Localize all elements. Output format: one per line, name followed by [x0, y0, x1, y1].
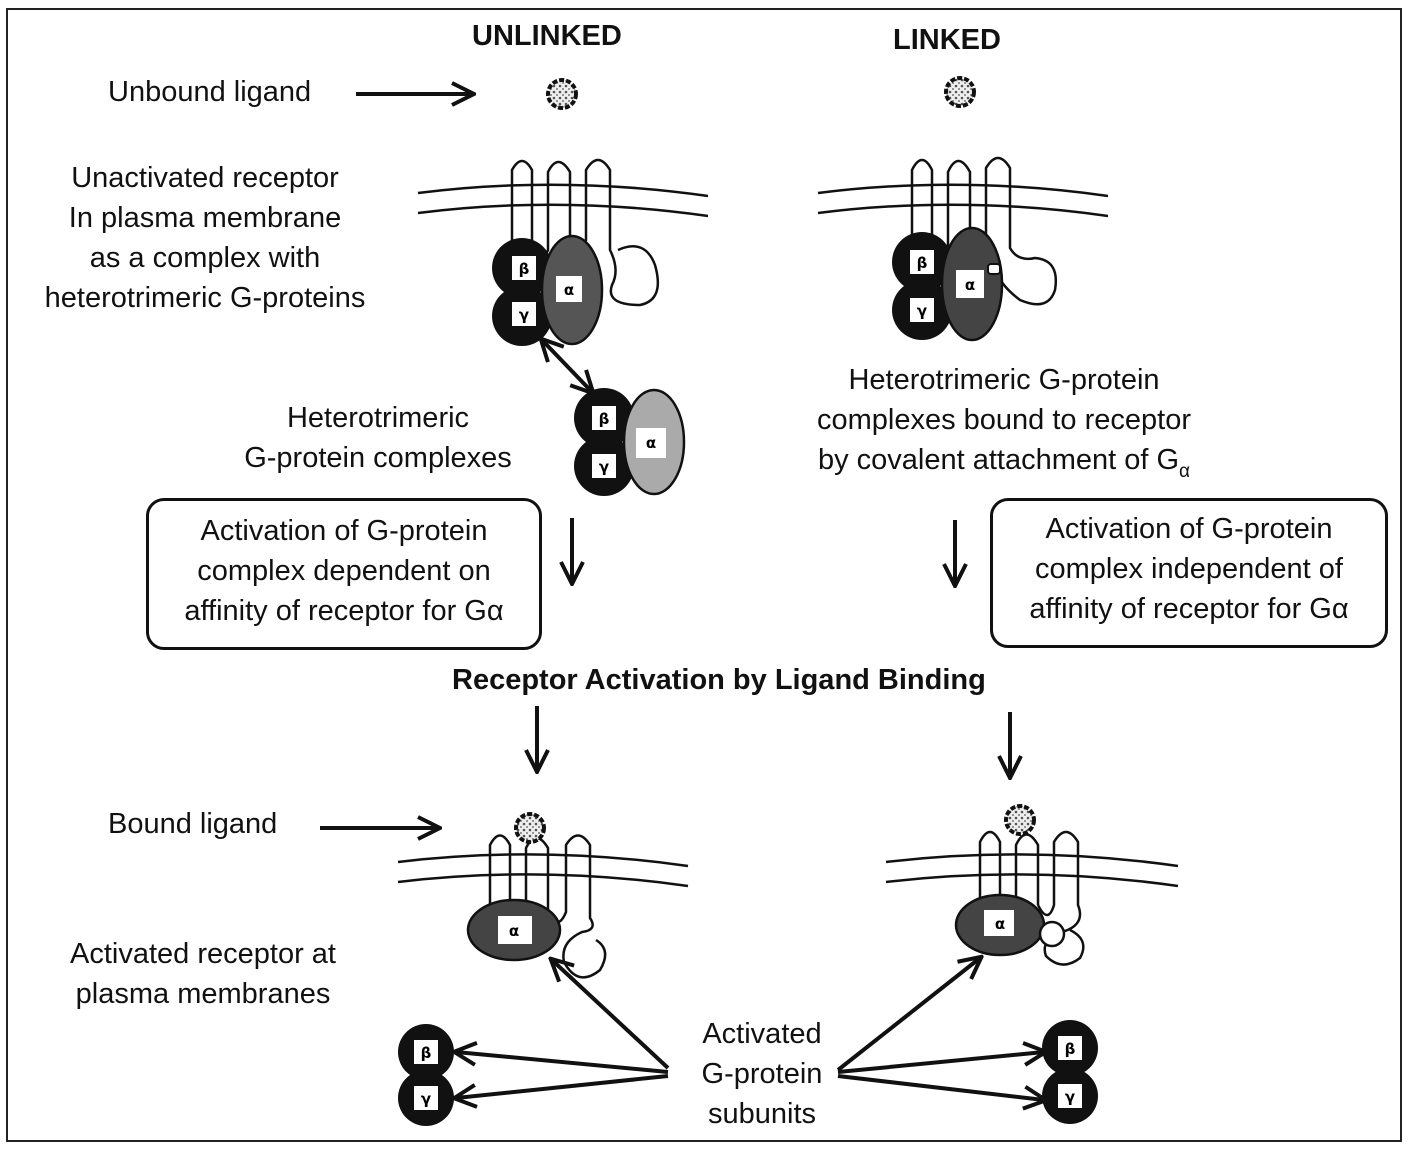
heterotrimeric-line-2: G-protein complexes	[244, 442, 512, 474]
linked-complexes-line-3: by covalent attachment of Gα	[780, 440, 1228, 492]
activated-subunits-line-2: G-protein	[701, 1058, 823, 1090]
linked-complexes-line-2: complexes bound to receptor	[817, 404, 1191, 436]
bound-ligand-icon-unlinked	[514, 812, 546, 844]
g-protein-free-complex: β γ α	[574, 388, 686, 496]
svg-text:β: β	[599, 410, 610, 428]
arrow-to-alpha-right	[836, 958, 980, 1072]
svg-text:γ: γ	[599, 458, 609, 476]
arrow-to-gamma-right	[837, 1074, 1044, 1100]
svg-text:β: β	[1065, 1040, 1076, 1058]
activated-receptor-label: Activated receptor at plasma membranes	[30, 934, 376, 1014]
beta-label: β	[519, 260, 530, 278]
activation-dependent-line-3: affinity of receptor for Gα	[184, 595, 504, 627]
gamma-label: γ	[519, 306, 529, 324]
g-alpha-unlinked-activated: α	[466, 898, 562, 962]
ligand-icon-unlinked	[546, 78, 578, 110]
svg-text:γ: γ	[1065, 1088, 1075, 1106]
svg-text:α: α	[995, 915, 1005, 933]
unactivated-receptor-line-2: In plasma membrane	[68, 202, 342, 234]
bound-ligand-label: Bound ligand	[108, 808, 278, 840]
alpha-subscript: α	[1179, 461, 1191, 482]
svg-text:α: α	[965, 276, 975, 294]
svg-text:α: α	[646, 434, 656, 452]
activated-subunits-label: Activated G-protein subunits	[676, 1014, 848, 1134]
activation-independent-line-3: affinity of receptor for Gα	[1029, 593, 1349, 625]
svg-text:α: α	[509, 922, 519, 940]
exchange-double-arrow	[542, 340, 592, 392]
activated-subunits-line-3: subunits	[707, 1098, 816, 1130]
linked-complexes-label: Heterotrimeric G-protein complexes bound…	[780, 360, 1228, 492]
svg-text:β: β	[421, 1044, 432, 1062]
heterotrimeric-line-1: Heterotrimeric	[286, 402, 470, 434]
ligand-icon-linked	[944, 76, 976, 108]
alpha-label: α	[564, 281, 574, 299]
arrow-to-alpha-left	[552, 960, 670, 1070]
unactivated-receptor-line-4: heterotrimeric G-proteins	[44, 282, 366, 314]
g-protein-linked-bound: β γ α	[892, 226, 1004, 342]
unlinked-header: UNLINKED	[472, 20, 622, 52]
g-alpha-linked-activated: α	[954, 893, 1066, 957]
svg-text:γ: γ	[421, 1090, 431, 1108]
activation-independent-line-1: Activation of G-protein	[1045, 513, 1333, 545]
activation-dependent-line-1: Activation of G-protein	[200, 515, 488, 547]
activation-dependent-line-2: complex dependent on	[197, 555, 491, 587]
unactivated-receptor-line-1: Unactivated receptor	[71, 162, 339, 194]
activation-dependent-box: Activation of G-protein complex dependen…	[146, 498, 542, 650]
arrow-to-gamma-left	[456, 1074, 669, 1098]
unactivated-receptor-line-3: as a complex with	[89, 242, 321, 274]
figure-frame	[6, 8, 1402, 1142]
activated-receptor-line-1: Activated receptor at	[70, 938, 336, 970]
linked-complexes-line-1: Heterotrimeric G-protein	[848, 364, 1160, 396]
activation-independent-box: Activation of G-protein complex independ…	[990, 498, 1388, 648]
beta-gamma-dimer-left: β γ	[398, 1024, 454, 1126]
beta-gamma-dimer-right: β γ	[1042, 1020, 1098, 1124]
g-protein-unlinked-bound: β γ α	[492, 234, 604, 346]
activation-independent-line-2: complex independent of	[1035, 553, 1343, 585]
arrow-to-beta-right	[837, 1052, 1044, 1074]
linked-complexes-line-3-text: by covalent attachment of G	[817, 444, 1180, 476]
unbound-ligand-label: Unbound ligand	[108, 76, 312, 108]
heterotrimeric-complexes-label: Heterotrimeric G-protein complexes	[210, 398, 546, 478]
svg-text:β: β	[917, 254, 928, 272]
arrow-to-beta-left	[456, 1052, 669, 1074]
activated-subunits-line-1: Activated	[702, 1018, 822, 1050]
receptor-activation-title: Receptor Activation by Ligand Binding	[452, 664, 986, 696]
linked-header: LINKED	[893, 24, 1001, 56]
unactivated-receptor-label: Unactivated receptor In plasma membrane …	[10, 158, 400, 318]
bound-ligand-icon-linked	[1004, 804, 1036, 836]
svg-text:γ: γ	[917, 302, 927, 320]
activated-receptor-line-2: plasma membranes	[75, 978, 331, 1010]
